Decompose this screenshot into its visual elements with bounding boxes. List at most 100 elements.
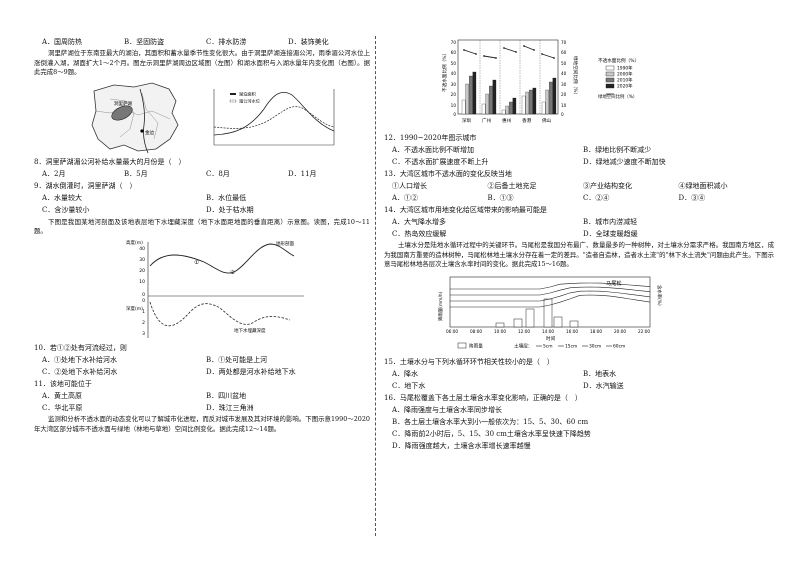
svg-text:60: 60 xyxy=(451,50,457,55)
option: A．①② xyxy=(392,193,419,202)
q16-option-d: D．降雨强度越大，土壤含水率增长速率越慢 xyxy=(392,442,531,451)
question-13: 13．大湾区城市不透水面的变化反映当地 xyxy=(384,169,512,178)
green-space-line xyxy=(463,45,555,59)
question-8: 8．洞里萨湖湄公河补给水量最大的月份是（ ） xyxy=(34,158,186,167)
curve-label: 地形剖面 xyxy=(276,240,294,247)
bar xyxy=(552,77,557,115)
svg-text:20: 20 xyxy=(451,92,457,97)
svg-text:10: 10 xyxy=(139,279,145,285)
svg-text:40: 40 xyxy=(139,246,145,252)
soil-figure: 马尾松 降雨量(mm/h) 含水率(%) 06:00 08:00 10:00 1… xyxy=(384,271,774,357)
right-axis-label: 含水率(%) xyxy=(656,285,663,306)
bar-legend: 不透水面比例（%） 1990年 2000年 2010年 2020年 绿地空间比例… xyxy=(598,57,639,100)
bar xyxy=(505,105,509,115)
y-axis-label: 高度(m) xyxy=(126,239,143,246)
svg-text:1: 1 xyxy=(142,309,145,315)
option: C．华北平原 xyxy=(42,403,83,412)
passage-lake: 洞里萨湖位于东南亚最大的湖泊，其面积和蓄水量季节性变化很大。由于洞里萨湖连接湄公… xyxy=(34,49,370,77)
option: B．城市内涝减轻 xyxy=(583,217,638,226)
svg-text:08:00: 08:00 xyxy=(470,329,482,334)
svg-text:40: 40 xyxy=(561,71,567,76)
statement: ③产业结构变化 xyxy=(583,181,632,190)
option: D．③④ xyxy=(678,193,706,202)
option: B．坚固防盗 xyxy=(124,37,165,46)
green-space-segment xyxy=(483,55,497,59)
svg-text:18:00: 18:00 xyxy=(590,329,602,334)
right-ticks: 70 60 50 40 30 20 10 0 xyxy=(561,40,567,117)
bar xyxy=(532,87,537,115)
svg-text:10: 10 xyxy=(451,103,457,108)
svg-text:06:00: 06:00 xyxy=(446,329,458,334)
option: D．全球变暖趋缓 xyxy=(583,229,638,238)
bar xyxy=(492,79,497,115)
bar xyxy=(501,109,506,115)
green-space-point xyxy=(541,53,543,55)
svg-text:16:00: 16:00 xyxy=(566,329,578,334)
graph-legend: 湄公河水位 xyxy=(239,97,260,104)
soil-moisture-line xyxy=(450,282,651,290)
lake-map-and-graph: 洞里萨湖 金边 湖泊面积 湄公河水位 xyxy=(91,82,335,153)
option: A．水量较大 xyxy=(42,194,83,203)
green-space-segment xyxy=(463,49,477,55)
option: B．绿地比例不断减少 xyxy=(583,145,652,154)
svg-text:14:00: 14:00 xyxy=(542,329,554,334)
svg-text:12:00: 12:00 xyxy=(518,329,530,334)
svg-text:50: 50 xyxy=(561,61,567,66)
green-space-point xyxy=(515,51,517,53)
left-column: A．国周防热 B．坚固防盗 C．排水防涝 D．装饰美化 洞里萨湖位于东南亚最大的… xyxy=(34,36,370,435)
svg-text:15cm: 15cm xyxy=(565,343,577,349)
y-ticks-bottom: 0 1 2 3 xyxy=(142,298,145,337)
graph-legend: 湖泊面积 xyxy=(239,90,256,97)
terrain-profile-line xyxy=(149,243,295,274)
bar xyxy=(469,75,473,115)
rainfall-bar xyxy=(569,320,579,328)
q10-options-row2: C．②处地下水补给河水 D．两处都是河水补给地下水 xyxy=(34,366,370,378)
svg-text:0: 0 xyxy=(142,292,145,298)
svg-text:10:00: 10:00 xyxy=(494,329,506,334)
y-axis-label: 深度(m) xyxy=(126,305,143,312)
bar-group xyxy=(461,40,557,115)
left-axis-label: 降雨量(mm/h) xyxy=(437,291,444,321)
option: D．水汽输送 xyxy=(583,382,624,391)
green-space-point xyxy=(463,49,465,51)
option: D．11月 xyxy=(288,170,317,179)
bar xyxy=(512,97,517,115)
q11-options-row1: A．黄土高原 B．四川盆地 xyxy=(34,390,370,402)
svg-text:50: 50 xyxy=(451,61,457,66)
q12-options-row2: C．不透水面扩展速度不断上升 D．绿地减少速度不断加快 xyxy=(384,156,774,168)
q9-options-row1: A．水量较大 B．水位最低 xyxy=(34,193,370,205)
svg-text:5cm: 5cm xyxy=(543,343,553,349)
q16-option-c: C．降雨前2小时后，5、15、30 cm土壤含水率呈快速下降趋势 xyxy=(392,430,591,439)
option: A．2月 xyxy=(42,170,66,179)
lake-graph: 湖泊面积 湄公河水位 xyxy=(213,88,335,146)
svg-text:22:00: 22:00 xyxy=(638,329,650,334)
q7-options: A．国周防热 B．坚固防盗 C．排水防涝 D．装饰美化 xyxy=(34,36,370,48)
q9-options-row2: C．含沙量较小 D．处于枯水期 xyxy=(34,205,370,217)
bar xyxy=(485,93,489,115)
bar xyxy=(545,89,549,115)
q16-option-a: A．降雨强度与土壤含水率同步增长 xyxy=(392,406,503,415)
statement: ①人口增长 xyxy=(392,181,427,190)
svg-text:2000年: 2000年 xyxy=(617,71,633,78)
svg-text:30: 30 xyxy=(139,257,145,263)
lake-figures: 洞里萨湖 金边 湖泊面积 湄公河水位 xyxy=(34,79,370,157)
option: B．四川盆地 xyxy=(206,391,247,400)
curve-label: 地下水埋藏深度 xyxy=(234,327,266,334)
q11-options-row2: C．华北平原 D．珠江三角洲 xyxy=(34,402,370,414)
q12-options-row1: A．不透水面比例不断增加 B．绿地比例不断减少 xyxy=(384,144,774,156)
question-11: 11．该地可能位于 xyxy=(34,379,92,388)
option: C．②④ xyxy=(583,193,610,202)
svg-text:70: 70 xyxy=(561,40,567,45)
green-space-point xyxy=(495,57,497,59)
q15-options-row2: C．地下水 D．水汽输送 xyxy=(384,381,774,393)
bar xyxy=(509,101,513,115)
left-ticks: 70 60 50 40 30 20 10 0 xyxy=(451,40,457,117)
q10-options-row1: A．①处地下水补给河水 B．①处可能是上河 xyxy=(34,354,370,366)
q14-options-row1: A．大气降水增多 B．城市内涝减轻 xyxy=(384,216,774,228)
question-10: 10．若①②处有河流经过，则 xyxy=(34,343,127,352)
green-space-segment xyxy=(503,47,517,53)
question-12: 12．1990~2020年图示城市 xyxy=(384,133,477,142)
option: B．①③ xyxy=(487,193,514,202)
soil-moisture-line xyxy=(450,294,651,308)
passage-groundwater: 下图是我国某地河剖面及该地表层地下水埋藏深度（地下水面距地面的垂直距离）示意图。… xyxy=(34,217,370,236)
